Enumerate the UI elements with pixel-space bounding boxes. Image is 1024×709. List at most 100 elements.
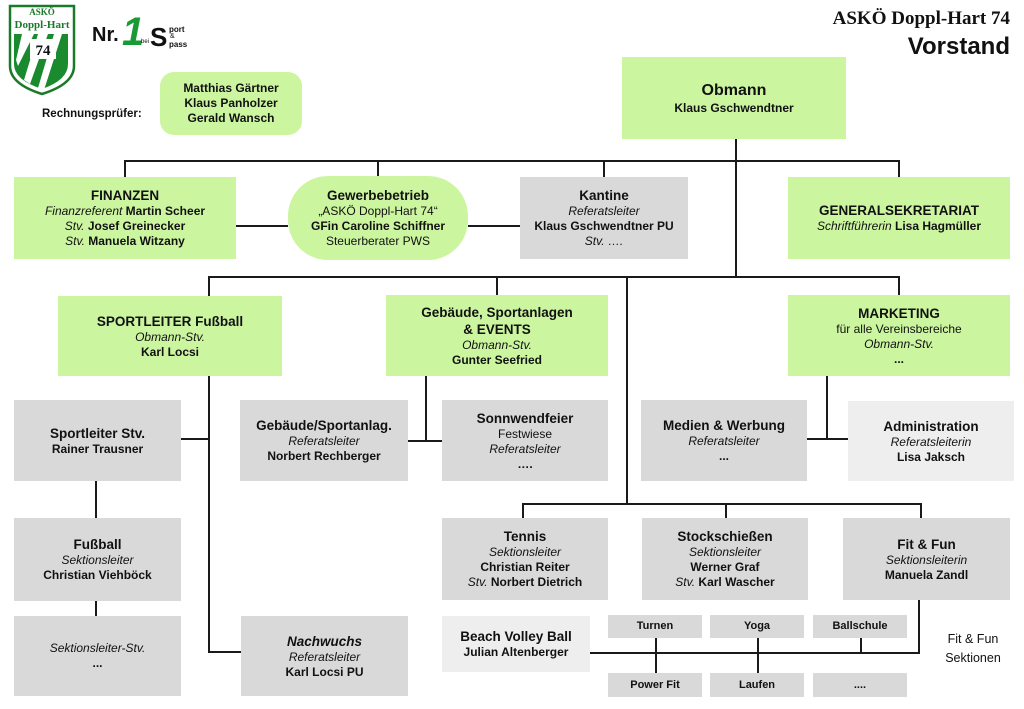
tennis-title: Tennis xyxy=(503,529,547,544)
stock-stv-row: Stv. Karl Wascher xyxy=(675,575,775,589)
gewerbe-line2: GFin Caroline Schiffner xyxy=(310,219,445,233)
gebaeude-sport-role: Referatsleiter xyxy=(288,434,360,448)
nr1-sport: port xyxy=(169,25,185,34)
sportleiter-box: SPORTLEITER Fußball Obmann-Stv. Karl Loc… xyxy=(58,296,282,376)
finanzen-box: FINANZEN Finanzreferent Martin Scheer St… xyxy=(14,177,236,259)
gewerbe-line1: „ASKÖ Doppl-Hart 74“ xyxy=(318,204,438,218)
kantine-title: Kantine xyxy=(579,188,629,203)
sektionsleiter-stv-box: Sektionsleiter-Stv. ... xyxy=(14,616,181,696)
tennis-box: Tennis Sektionsleiter Christian Reiter S… xyxy=(442,518,608,600)
marketing-role: Obmann-Stv. xyxy=(864,336,934,351)
sonnwend-name: …. xyxy=(517,456,533,471)
nr1-logo: Nr. 1 S bei port & pass xyxy=(92,10,202,60)
admin-role: Referatsleiterin xyxy=(890,434,972,449)
nr1-spass: pass xyxy=(169,40,188,49)
medien-role: Referatsleiter xyxy=(688,434,760,448)
gebaeude-sport-title: Gebäude/Sportanlag. xyxy=(256,418,392,433)
sportleiter-title: SPORTLEITER Fußball xyxy=(96,313,244,329)
nr1-text: Nr. xyxy=(92,24,119,46)
stock-name: Werner Graf xyxy=(690,560,760,574)
pruefer-name: Gerald Wansch xyxy=(187,111,275,125)
gewerbebetrieb-box: Gewerbebetrieb „ASKÖ Doppl-Hart 74“ GFin… xyxy=(288,176,468,260)
beach-volleyball-box: Beach Volley Ball Julian Altenberger xyxy=(442,616,590,672)
sektion-turnen: Turnen xyxy=(608,615,702,638)
obmann-box: Obmann Klaus Gschwendtner xyxy=(622,57,846,139)
obmann-name: Klaus Gschwendtner xyxy=(674,100,794,115)
gebaeude-events-name: Gunter Seefried xyxy=(451,352,543,367)
fitfun-title: Fit & Fun xyxy=(897,536,956,552)
nachwuchs-box: Nachwuchs Referatsleiter Karl Locsi PU xyxy=(241,616,408,696)
fitfun-name: Manuela Zandl xyxy=(884,567,969,582)
beach-title: Beach Volley Ball xyxy=(460,629,572,644)
nr1-s: S xyxy=(150,22,168,52)
page-title: Vorstand xyxy=(907,33,1010,60)
tennis-stv-row: Stv. Norbert Dietrich xyxy=(467,575,583,589)
stockschiessen-box: Stockschießen Sektionsleiter Werner Graf… xyxy=(642,518,808,600)
club-name: ASKÖ Doppl-Hart 74 xyxy=(832,8,1010,29)
sonnwend-role: Referatsleiter xyxy=(489,441,561,456)
pruefer-name: Klaus Panholzer xyxy=(184,96,278,110)
fussball-box: Fußball Sektionsleiter Christian Viehböc… xyxy=(14,518,181,601)
nachwuchs-role: Referatsleiter xyxy=(288,649,361,664)
crest-number-text: 74 xyxy=(36,43,52,59)
nachwuchs-title: Nachwuchs xyxy=(286,633,363,649)
finanzen-row: Finanzreferent Martin Scheer xyxy=(44,204,206,218)
sektion-ballschule: Ballschule xyxy=(813,615,907,638)
generalsekretariat-box: GENERALSEKRETARIAT Schriftführerin Lisa … xyxy=(788,177,1010,259)
sportleiter-stv-title: Sportleiter Stv. xyxy=(49,425,146,441)
administration-box: Administration Referatsleiterin Lisa Jak… xyxy=(848,401,1014,481)
fitfun-sektionen-label: Fit & Fun Sektionen xyxy=(928,630,1018,668)
marketing-box: MARKETING für alle Vereinsbereiche Obman… xyxy=(788,295,1010,376)
general-title: GENERALSEKRETARIAT xyxy=(818,203,979,218)
admin-title: Administration xyxy=(883,418,979,434)
gebaeude-events-title1: Gebäude, Sportanlagen xyxy=(421,304,573,320)
sportleiter-role: Obmann-Stv. xyxy=(135,329,205,344)
kantine-role: Referatsleiter xyxy=(568,204,640,218)
marketing-name: ... xyxy=(893,351,904,366)
tennis-role: Sektionsleiter xyxy=(488,545,562,559)
gebaeude-events-role: Obmann-Stv. xyxy=(462,337,532,352)
sektion-power-fit: Power Fit xyxy=(608,673,702,697)
sportleiter-name: Karl Locsi xyxy=(140,344,200,359)
sonnwend-title: Sonnwendfeier xyxy=(476,410,574,426)
finanzen-row: Stv. Josef Greinecker xyxy=(64,219,186,233)
fussball-role: Sektionsleiter xyxy=(61,553,134,567)
gewerbe-line3: Steuerberater PWS xyxy=(325,234,431,248)
beach-name: Julian Altenberger xyxy=(463,645,569,659)
finanzen-row: Stv. Manuela Witzany xyxy=(65,234,185,248)
nr1-digit: 1 xyxy=(122,10,145,54)
fitfun-role: Sektionsleiterin xyxy=(885,552,968,567)
kantine-box: Kantine Referatsleiter Klaus Gschwendtne… xyxy=(520,177,688,259)
nachwuchs-name: Karl Locsi PU xyxy=(285,664,364,679)
fit-fun-box: Fit & Fun Sektionsleiterin Manuela Zandl xyxy=(843,518,1010,600)
medien-title: Medien & Werbung xyxy=(662,418,785,433)
fitfun-label-line2: Sektionen xyxy=(945,651,1001,665)
pruefer-name: Matthias Gärtner xyxy=(183,81,279,95)
marketing-title: MARKETING xyxy=(858,305,940,321)
marketing-line1: für alle Vereinsbereiche xyxy=(836,321,962,336)
stock-title: Stockschießen xyxy=(677,529,773,544)
fussball-title: Fußball xyxy=(73,537,122,552)
sektion-more: .... xyxy=(813,673,907,697)
sonnwendfeier-box: Sonnwendfeier Festwiese Referatsleiter …… xyxy=(442,400,608,481)
nr1-bei: bei xyxy=(141,39,150,45)
gebaeude-events-title2: & EVENTS xyxy=(463,321,531,337)
sektion-yoga: Yoga xyxy=(710,615,804,638)
gewerbe-title: Gewerbebetrieb xyxy=(326,188,430,203)
gebaeude-sport-name: Norbert Rechberger xyxy=(267,449,381,463)
medien-name: ... xyxy=(718,449,729,463)
crest-top-text: ASKÖ xyxy=(29,7,55,17)
sektion-laufen: Laufen xyxy=(710,673,804,697)
medien-werbung-box: Medien & Werbung Referatsleiter ... xyxy=(641,400,807,481)
nr1-and: & xyxy=(170,33,175,40)
gebaeude-sportanlagen-box: Gebäude/Sportanlag. Referatsleiter Norbe… xyxy=(240,400,408,481)
obmann-title: Obmann xyxy=(701,81,767,99)
finanzen-title: FINANZEN xyxy=(90,188,160,203)
club-crest-logo: ASKÖ Doppl-Hart 74 xyxy=(8,4,76,96)
fussball-name: Christian Viehböck xyxy=(43,568,152,582)
general-row: Schriftführerin Lisa Hagmüller xyxy=(816,219,982,233)
sektion-stv-name: ... xyxy=(92,656,103,670)
kantine-name: Klaus Gschwendtner PU xyxy=(534,219,674,233)
admin-name: Lisa Jaksch xyxy=(896,449,966,464)
sportleiter-stv-box: Sportleiter Stv. Rainer Trausner xyxy=(14,400,181,481)
